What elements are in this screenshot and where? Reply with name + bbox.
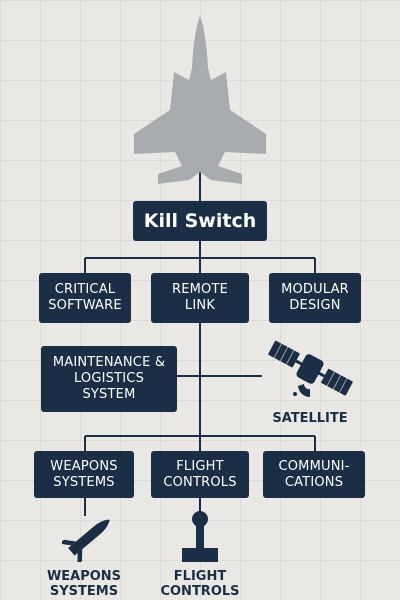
flight-controls-caption: FLIGHT CONTROLS bbox=[160, 569, 240, 599]
maintenance-logistics-node: MAINTENANCE & LOGISTICS SYSTEM bbox=[41, 346, 177, 412]
communications-node: COMMUNI- CATIONS bbox=[263, 451, 365, 498]
joystick-icon bbox=[182, 511, 218, 562]
satellite-caption: SATELLITE bbox=[272, 411, 348, 426]
satellite-icon bbox=[268, 340, 353, 398]
critical-software-node: CRITICAL SOFTWARE bbox=[39, 273, 131, 323]
kill-switch-node: Kill Switch bbox=[133, 201, 267, 241]
remote-link-node: REMOTE LINK bbox=[151, 273, 249, 323]
fighter-jet-icon bbox=[134, 16, 266, 184]
weapons-systems-node: WEAPONS SYSTEMS bbox=[34, 451, 134, 498]
missile-icon bbox=[62, 519, 110, 562]
weapons-systems-caption: WEAPONS SYSTEMS bbox=[46, 569, 122, 599]
modular-design-node: MODULAR DESIGN bbox=[269, 273, 361, 323]
flight-controls-node: FLIGHT CONTROLS bbox=[151, 451, 249, 498]
